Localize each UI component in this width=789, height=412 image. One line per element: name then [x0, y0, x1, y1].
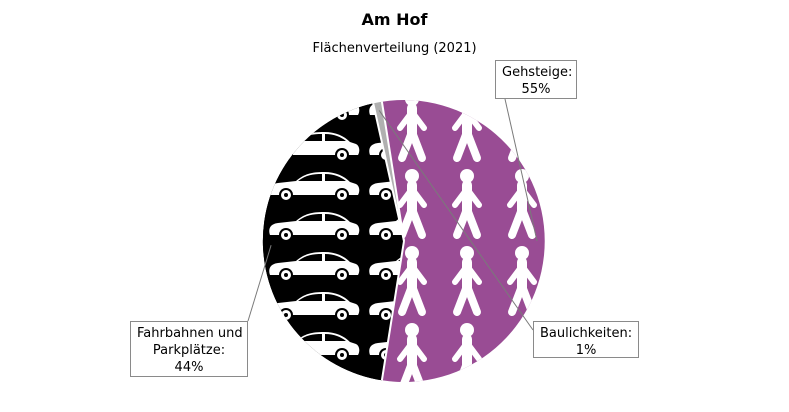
- slice-label-line: Fahrbahnen und: [137, 326, 243, 341]
- slice-label-fahrbahnen: Fahrbahnen und Parkplätze: 44%: [130, 321, 248, 377]
- slice-label-baulichkeiten: Baulichkeiten: 1%: [533, 321, 639, 358]
- chart-subtitle: Flächenverteilung (2021): [312, 41, 477, 56]
- slice-label-line: Gehsteige:: [502, 65, 573, 80]
- slice-label-line: 1%: [575, 343, 597, 358]
- slice-label-line: Baulichkeiten:: [540, 326, 633, 341]
- pedestrian-icon: [381, 99, 545, 382]
- slice-label-line: 44%: [174, 360, 204, 375]
- chart-title: Am Hof: [361, 10, 428, 29]
- leader-line: [247, 245, 272, 322]
- slice-label-line: 55%: [521, 82, 551, 97]
- leader-line: [378, 110, 534, 331]
- car-icon: [262, 103, 404, 381]
- slice-separator: [380, 240, 405, 381]
- slice-separator: [380, 101, 405, 242]
- slice-label-line: Parkplätze:: [152, 343, 226, 358]
- leader-line: [504, 98, 538, 242]
- slice-separator: [372, 103, 405, 242]
- slice-label-gehsteige: Gehsteige: 55%: [495, 60, 577, 99]
